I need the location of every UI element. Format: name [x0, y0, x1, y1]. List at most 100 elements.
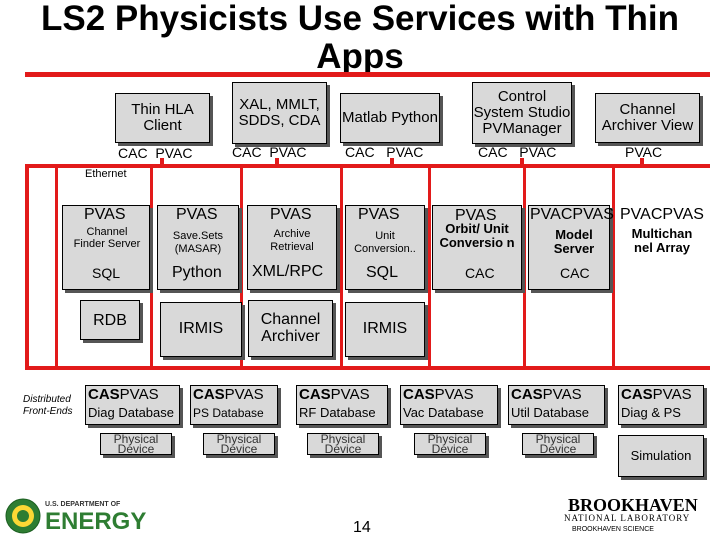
service-client: CAC	[560, 265, 590, 281]
client-protocol-cac: CAC	[232, 144, 262, 160]
frontend-diag: CASPVAS Diag Database	[85, 385, 180, 425]
frontend-cas: CAS	[299, 386, 331, 403]
backend-label: IRMIS	[178, 320, 224, 338]
doe-logo: U.S. DEPARTMENT OF ENERGY	[5, 496, 155, 538]
service-orbit-conversion	[432, 205, 522, 290]
drop-1	[160, 158, 164, 168]
service-pvas: PVAS	[662, 206, 704, 223]
frontend-vac: CASPVAS Vac Database	[400, 385, 498, 425]
bnl-tag: BROOKHAVEN SCIENCE	[572, 526, 654, 533]
frontend-rf: CASPVAS RF Database	[296, 385, 388, 425]
physical-device: Physical Device	[307, 433, 379, 455]
drop-3	[390, 158, 394, 168]
simulation-label: Simulation	[630, 448, 692, 464]
service-name: Orbit/ Unit Conversio n	[439, 222, 515, 250]
service-client: SQL	[92, 265, 121, 281]
bnl-name: BROOKHAVEN	[568, 495, 698, 515]
drop-4	[520, 158, 524, 168]
physical-device: Physical Device	[414, 433, 486, 455]
service-pvac: PVAC	[620, 206, 663, 223]
client-name: Matlab Python	[342, 109, 438, 127]
frontend-bus	[25, 366, 710, 370]
frontend-cas: CAS	[511, 386, 543, 403]
client-name: Control System Studio	[473, 88, 571, 122]
service-client: Python	[172, 264, 222, 281]
client-archiver-view: Channel Archiver View	[595, 93, 700, 143]
frontend-util: CASPVAS Util Database	[508, 385, 605, 425]
svc-line-4	[340, 168, 343, 368]
backend-label: IRMIS	[362, 320, 408, 338]
frontend-cas: CAS	[621, 386, 653, 403]
service-name: Model Server	[553, 227, 595, 256]
frontend-cas: CAS	[193, 386, 225, 403]
service-name: Archive Retrieval	[270, 228, 314, 253]
service-pvas: PVAS	[455, 207, 497, 224]
backend-channel-archiver: Channel Archiver	[248, 300, 333, 357]
page-number: 14	[353, 519, 371, 536]
frontend-cas: CAS	[403, 386, 435, 403]
service-pvas: PVAS	[358, 206, 400, 223]
frontend-pvas: PVAS	[224, 386, 264, 403]
client-name: Thin HLA Client	[131, 101, 194, 134]
ethernet-left-drop	[25, 164, 29, 369]
svc-line-7	[612, 168, 615, 368]
frontend-db: Util Database	[511, 405, 590, 420]
svc-line-1	[55, 168, 58, 368]
bnl-logo: BROOKHAVEN NATIONAL LABORATORY BROOKHAVE…	[560, 494, 718, 540]
client-protocol-pvac: PVAC	[519, 144, 557, 160]
client-xal: XAL, MMLT, SDDS, CDA	[232, 82, 327, 144]
frontend-label: Front-Ends	[23, 406, 73, 417]
svc-line-3	[240, 168, 243, 368]
backend-rdb: RDB	[80, 300, 140, 340]
service-client: CAC	[465, 265, 495, 281]
svc-line-5	[428, 168, 431, 368]
backend-label: RDB	[93, 312, 127, 329]
service-name: Multichan nel Array	[631, 226, 693, 255]
service-pvas: PVAS	[84, 206, 126, 223]
backend-irmis-1: IRMIS	[160, 302, 242, 357]
frontend-db: RF Database	[299, 405, 376, 420]
service-channel-finder	[62, 205, 150, 290]
client-protocol-pvac: PVAC	[155, 145, 193, 161]
service-archive-retrieval	[247, 205, 337, 290]
service-name: Channel Finder Server	[73, 226, 141, 250]
service-name: Save.Sets (MASAR)	[172, 230, 224, 255]
frontend-db: Vac Database	[403, 405, 484, 420]
frontend-pvas: PVAS	[434, 386, 474, 403]
distributed-label: Distributed	[23, 394, 71, 405]
physical-device: Physical Device	[522, 433, 594, 455]
client-name: Channel Archiver View	[601, 101, 694, 134]
service-masar	[157, 205, 239, 290]
client-thin-hla: Thin HLA Client	[115, 93, 210, 143]
simulation-box: Simulation	[618, 435, 704, 477]
service-pvas: PVAS	[176, 206, 218, 223]
physical-device: Physical Device	[203, 433, 275, 455]
client-protocol-pvac: PVAC	[269, 144, 307, 160]
ethernet-label: Ethernet	[85, 168, 127, 180]
frontend-db: Diag Database	[88, 405, 174, 420]
client-name: XAL, MMLT, SDDS, CDA	[238, 96, 321, 129]
service-client: SQL	[366, 264, 399, 281]
frontend-pvas: PVAS	[330, 386, 370, 403]
doe-seal-icon	[5, 498, 41, 534]
frontend-ps: CASPVAS PS Database	[190, 385, 278, 425]
service-pvas: PVAS	[572, 206, 614, 223]
client-protocol-cac: CAC	[345, 144, 375, 160]
service-model-server	[528, 205, 610, 290]
client-css: Control System Studio PVManager	[472, 82, 572, 144]
doe-line2: ENERGY	[45, 508, 147, 535]
client-subname: PVManager	[482, 119, 562, 137]
service-name: Unit Conversion..	[354, 230, 416, 255]
frontend-pvas: PVAS	[652, 386, 692, 403]
svc-line-6	[523, 168, 526, 368]
client-protocol-cac: CAC	[118, 145, 148, 161]
service-pvac: PVAC	[530, 206, 573, 223]
client-protocol-pvac: PVAC	[386, 144, 424, 160]
ethernet-bus	[25, 164, 710, 168]
service-client: XML/RPC	[252, 263, 324, 280]
doe-line1: U.S. DEPARTMENT OF	[45, 501, 121, 508]
page-title: LS2 Physicists Use Services with Thin Ap…	[40, 0, 680, 76]
frontend-cas: CAS	[88, 386, 120, 403]
physical-device: Physical Device	[100, 433, 172, 455]
frontend-db: PS Database	[193, 406, 264, 420]
